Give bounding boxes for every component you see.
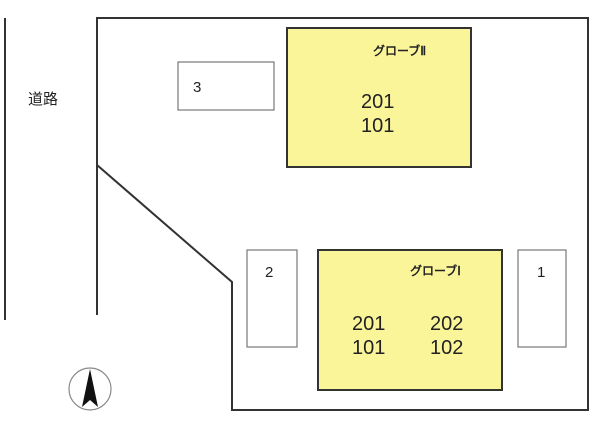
parking-space-1 (517, 249, 567, 348)
unit-label: 102 (430, 337, 463, 359)
building-grove-2 (286, 27, 472, 168)
parking-space-3 (177, 61, 275, 111)
unit-label: 101 (352, 337, 385, 359)
unit-label: 201 (352, 313, 385, 335)
north-arrow-icon (68, 367, 112, 411)
building-name-grove-2: グローブⅡ (373, 43, 426, 58)
unit-label: 202 (430, 313, 463, 335)
unit-label: 101 (361, 115, 394, 137)
unit-label: 201 (361, 91, 394, 113)
parking-label-1: 1 (537, 264, 545, 281)
parking-space-2 (246, 249, 298, 348)
building-grove-1 (317, 249, 503, 391)
site-boundary (96, 17, 589, 411)
parking-label-3: 3 (193, 79, 201, 96)
road-label: 道路 (28, 91, 58, 108)
building-name-grove-1: グローブⅠ (410, 263, 461, 278)
parking-label-2: 2 (265, 264, 273, 281)
